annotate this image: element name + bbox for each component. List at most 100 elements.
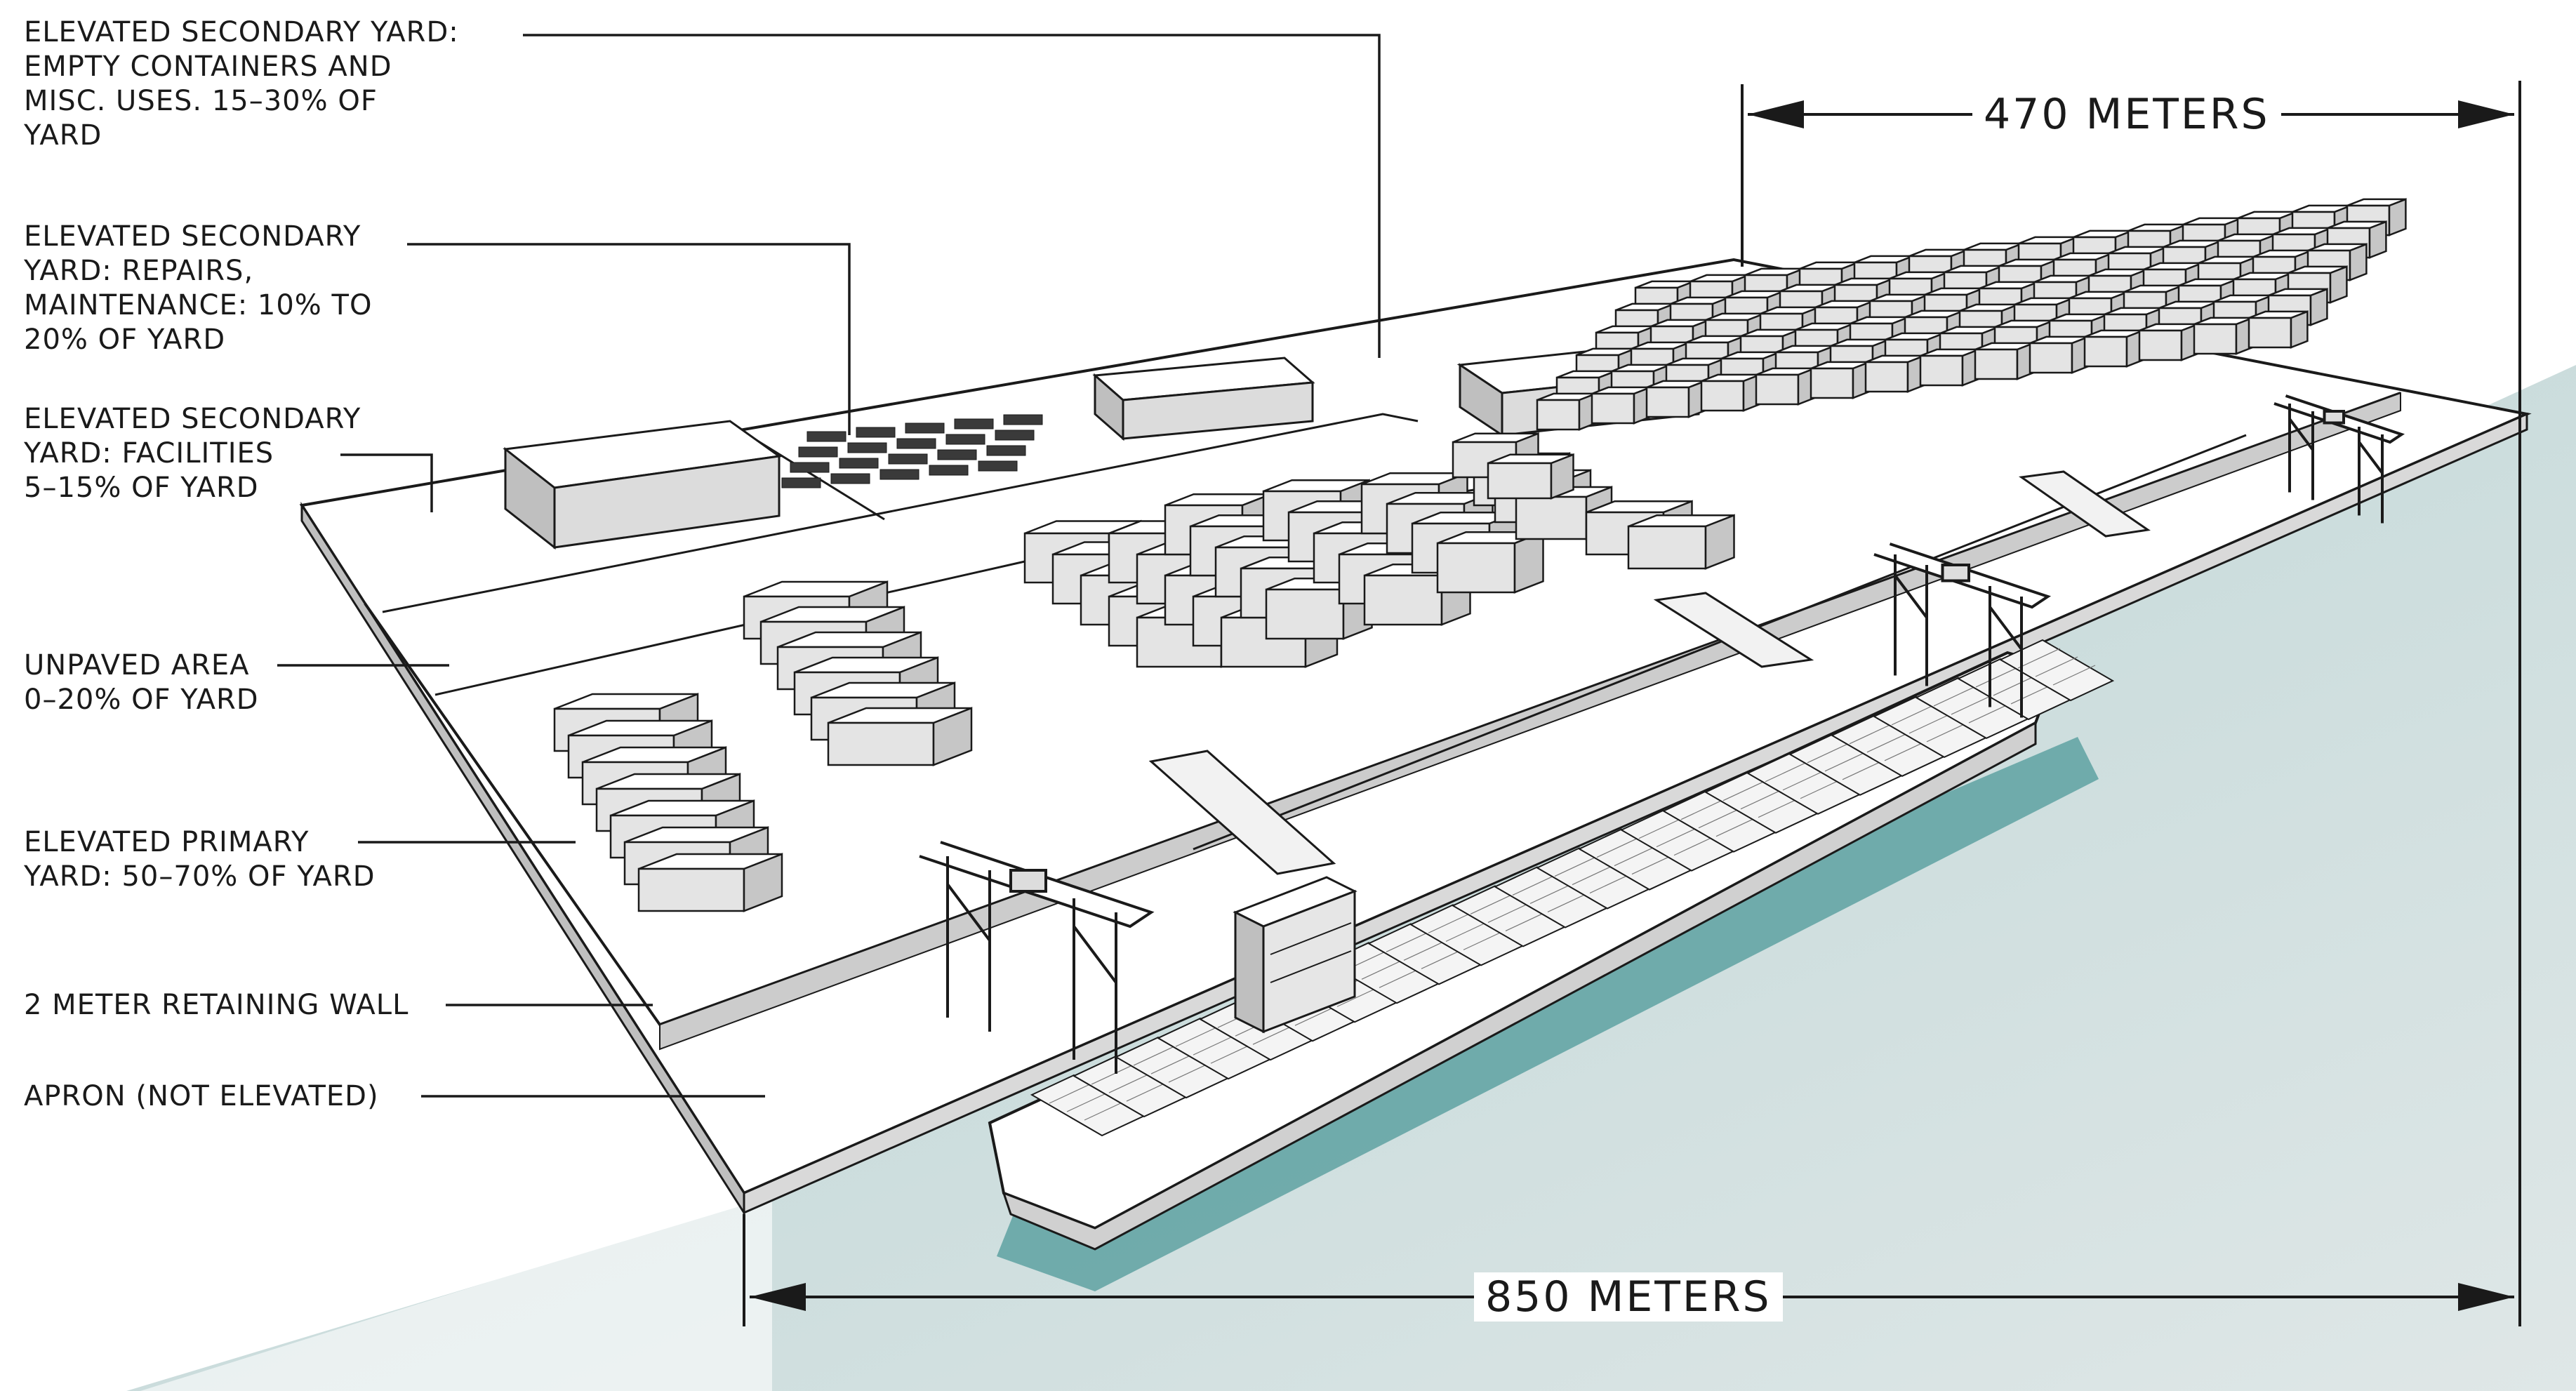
ramp-1 [1148, 750, 1336, 875]
cargo-bay-line-23-3 [2052, 665, 2096, 686]
repair-vehicle-3-1 [830, 473, 870, 484]
cargo-bay-line-3-3 [1210, 1043, 1254, 1064]
building-2 [1092, 357, 1315, 441]
cargo-bay-line-11-1 [1512, 874, 1555, 896]
cargo-bay-line-9-2 [1445, 921, 1489, 942]
leader-empty-containers [523, 34, 1381, 358]
cargo-bay-line-11-2 [1529, 883, 1573, 905]
label-unpaved-area: UNPAVED AREA 0–20% OF YARD [24, 649, 259, 716]
cargo-bay-line-12-1 [1554, 856, 1598, 877]
label-repairs-yard: ELEVATED SECONDARY YARD: REPAIRS, MAINTE… [24, 220, 373, 356]
cargo-bay-line-10-1 [1470, 893, 1513, 914]
repair-vehicle-2-0 [790, 462, 830, 473]
cargo-bay-line-8-2 [1403, 940, 1447, 961]
cargo-bay-line-20-3 [1926, 721, 1970, 743]
cargo-bay-line-15-3 [1715, 816, 1759, 837]
empty-grid-5-9 [2029, 335, 2090, 374]
cargo-bay-line-22-3 [2010, 684, 2054, 705]
empty-grid-5-0 [1536, 392, 1597, 431]
stack-g-3 [1436, 531, 1544, 594]
cargo-bay-line-21-2 [1951, 694, 1994, 715]
cargo-bay-line-14-3 [1673, 835, 1717, 856]
cargo-bay-line-12-2 [1572, 864, 1615, 886]
cargo-bay-line-17-1 [1765, 761, 1808, 783]
ship-hull-side [1002, 721, 2037, 1251]
repair-vehicle-0-1 [856, 427, 896, 438]
cargo-bay-line-22-2 [1993, 675, 2036, 696]
cargo-bay-line-23-2 [2035, 656, 2078, 677]
label-facilities-yard: ELEVATED SECONDARY YARD: FACILITIES 5–15… [24, 403, 361, 504]
cargo-bay-line-19-2 [1866, 732, 1910, 753]
ramp-3 [2018, 470, 2151, 538]
leader-lines [277, 34, 1381, 1098]
empty-grid-5-2 [1645, 380, 1706, 418]
cargo-bay-line-3-2 [1193, 1034, 1236, 1056]
cargo-bay-line-10-3 [1505, 910, 1548, 931]
leader-facilities [340, 453, 433, 512]
cargo-bay-line-8-1 [1386, 931, 1429, 952]
ship-bridge [1233, 876, 1357, 1034]
cargo-bay-line-2-2 [1150, 1053, 1194, 1074]
empty-grid-5-6 [1864, 354, 1925, 393]
repair-area [781, 414, 1043, 488]
cargo-bay-line-14-1 [1638, 818, 1682, 839]
label-retaining-wall: 2 METER RETAINING WALL [24, 989, 409, 1021]
repair-vehicle-3-0 [781, 477, 821, 488]
repair-vehicle-3-2 [879, 469, 919, 480]
cargo-bay-line-19-1 [1849, 724, 1892, 745]
cargo-bay-line-11-3 [1547, 891, 1591, 913]
cargo-bay-line-15-2 [1698, 808, 1741, 829]
empty-grid-5-11 [2138, 323, 2199, 361]
cargo-bay-line-18-3 [1842, 759, 1885, 780]
empty-grid-5-3 [1700, 373, 1761, 412]
gantry-cranes [919, 394, 2405, 1074]
cargo-bay-line-13-2 [1614, 846, 1657, 867]
cargo-bay-line-2-1 [1133, 1045, 1176, 1066]
empty-grid-5-10 [2083, 329, 2144, 368]
repair-vehicle-3-3 [929, 465, 969, 476]
empty-grid-5-13 [2248, 310, 2309, 349]
ship-cargo [1030, 639, 2115, 1137]
building-1 [503, 420, 782, 550]
platform-left-edge [300, 501, 745, 1217]
repair-vehicle-2-2 [888, 453, 928, 465]
cargo-bay-line-5-3 [1294, 1005, 1338, 1026]
cargo-bay-line-3-1 [1175, 1026, 1219, 1047]
cargo-bay-line-0-2 [1066, 1091, 1110, 1112]
cargo-bay-line-9-1 [1428, 912, 1471, 933]
cargo-bay-line-6-3 [1336, 986, 1380, 1007]
label-apron: APRON (NOT ELEVATED) [24, 1080, 379, 1112]
cargo-bay-line-17-2 [1782, 770, 1826, 791]
cargo-bay-line-22-1 [1975, 667, 2019, 688]
leader-repairs [407, 243, 851, 435]
dimension-470-meters: 470 METERS [1972, 90, 2281, 139]
cargo-bay-line-2-3 [1168, 1062, 1211, 1083]
cargo-bay-line-21-3 [1968, 703, 2012, 724]
stack-b-5 [827, 707, 973, 766]
cargo-bay-line-7-3 [1379, 967, 1422, 988]
repair-vehicle-1-0 [798, 446, 838, 458]
cargo-bay-line-10-2 [1487, 902, 1531, 923]
cargo-bay-line-16-2 [1740, 789, 1784, 810]
ramp-2 [1653, 592, 1814, 668]
yard-divider-1 [382, 413, 1419, 613]
empty-grid-5-8 [1974, 342, 2035, 380]
repair-vehicle-1-4 [995, 430, 1035, 441]
empty-grid-5-5 [1810, 361, 1871, 399]
cargo-bay-line-19-3 [1884, 740, 1927, 761]
repair-vehicle-2-1 [839, 458, 879, 469]
terminal-platform [299, 258, 2532, 1217]
cargo-bay-line-20-2 [1908, 713, 1952, 734]
repair-vehicle-0-0 [806, 431, 847, 442]
stack-a-6 [637, 853, 783, 912]
cargo-bay-line-12-3 [1589, 872, 1633, 894]
repair-vehicle-2-4 [986, 445, 1026, 456]
repair-vehicle-0-4 [1003, 414, 1043, 425]
repair-vehicle-2-3 [937, 449, 977, 460]
cargo-bay-line-21-1 [1933, 686, 1977, 707]
cargo-bay-line-1-3 [1126, 1081, 1169, 1102]
cargo-bay-line-4-3 [1252, 1024, 1296, 1045]
cargo-bay-line-7-2 [1361, 959, 1405, 980]
stack-j-1 [1487, 453, 1574, 500]
cargo-bay-line-15-1 [1680, 799, 1724, 820]
